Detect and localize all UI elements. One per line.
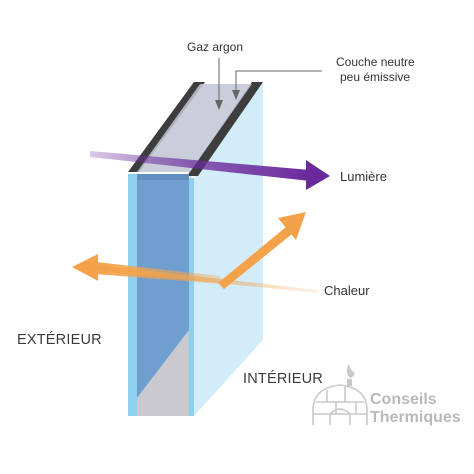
label-lumiere: Lumière (340, 169, 387, 184)
light-arrow (90, 151, 330, 190)
label-gaz-argon: Gaz argon (187, 40, 243, 54)
conseils-thermiques-logo: Conseils Thermiques (312, 364, 461, 426)
leader-lines (215, 58, 322, 110)
label-couche-line1: Couche neutre (336, 55, 415, 69)
label-interieur: INTÉRIEUR (243, 370, 323, 387)
outer-glass-pane (128, 174, 189, 416)
igloo-icon (312, 384, 368, 425)
label-exterieur: EXTÉRIEUR (17, 331, 102, 348)
brand-line1: Conseils (370, 391, 437, 408)
label-chaleur: Chaleur (324, 283, 370, 298)
top-spacer-frame (128, 82, 263, 176)
candle-flame-icon (346, 364, 355, 386)
heat-arrows (72, 212, 318, 293)
couche-leader (235, 70, 322, 94)
brand-line2: Thermiques (370, 409, 461, 426)
label-couche-line2: peu émissive (340, 70, 410, 84)
